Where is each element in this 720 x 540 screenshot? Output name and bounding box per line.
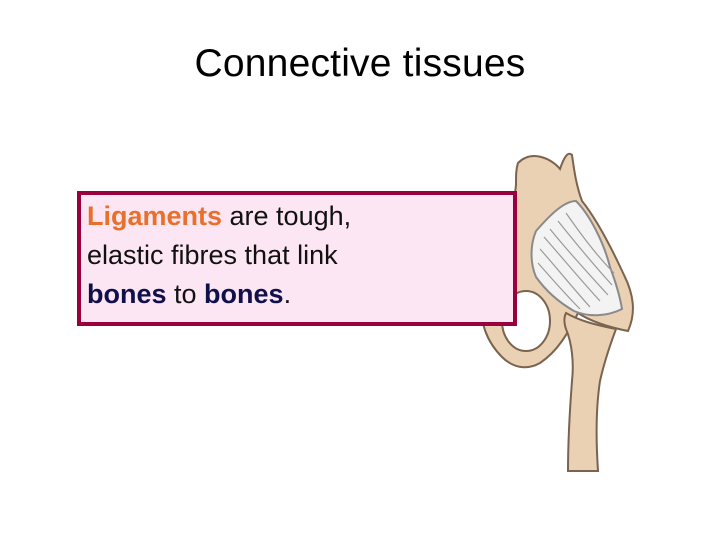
slide-title: Connective tissues <box>194 42 526 85</box>
callout-text: Ligaments are tough, elastic fibres that… <box>87 197 507 314</box>
femur-bone <box>563 311 618 472</box>
term-bones-second: bones <box>204 279 284 309</box>
callout-line1-rest: are tough, <box>222 201 352 231</box>
ligament <box>530 199 624 317</box>
callout-box <box>77 191 517 326</box>
term-bones-first: bones <box>87 279 167 309</box>
callout-period: . <box>283 279 292 309</box>
term-ligaments: Ligaments <box>87 201 223 231</box>
callout-to: to <box>166 279 205 309</box>
callout-line2: elastic fibres that link <box>87 240 338 270</box>
ligament-fibre-lines <box>537 212 615 310</box>
